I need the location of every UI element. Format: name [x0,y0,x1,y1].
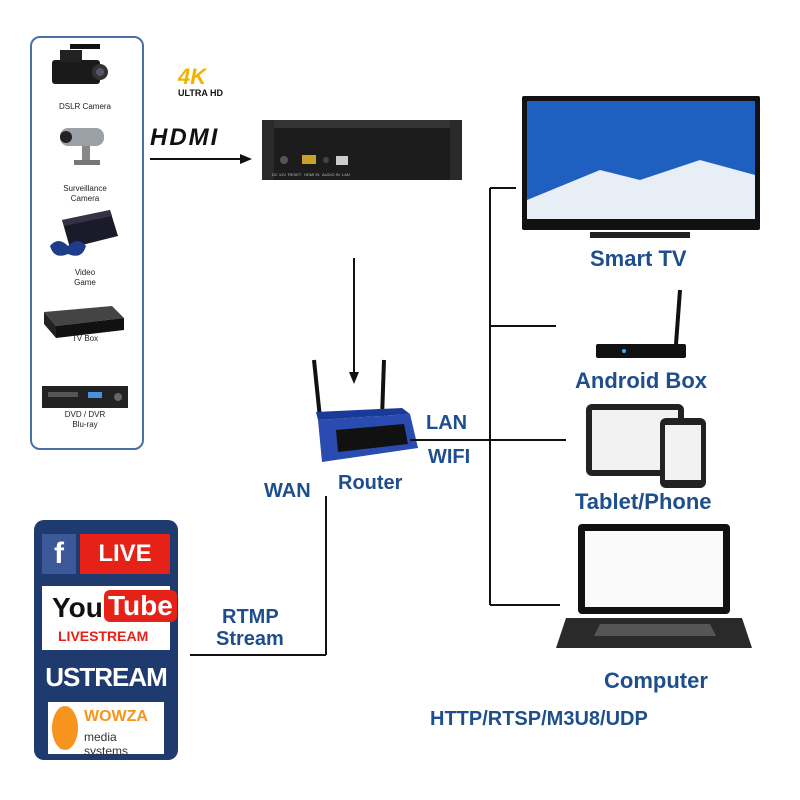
rtmp-label: RTMP [222,606,279,628]
encoder-port-label: AUDIO IN [322,172,340,177]
surveillance-camera-icon [60,128,104,165]
protocols-label: HTTP/RTSP/M3U8/UDP [430,708,648,730]
android-box-label: Android Box [575,368,707,393]
wowza-name: WOWZA [84,708,148,725]
tv-box-icon [44,306,124,338]
laptop-icon [556,524,752,648]
lan-bus-lines [410,187,566,606]
game-console-icon [50,210,118,256]
smart-tv-icon [522,96,760,238]
hdmi-logo: HDMI [150,124,220,151]
facebook-live-badge: LIVE [80,534,170,574]
source-label-video-game: Video Game [74,268,96,287]
facebook-icon: f [42,534,76,574]
youtube-livestream: LIVESTREAM [58,628,149,644]
wan-line [190,496,327,656]
ustream-logo: USTREAM [45,662,168,692]
wifi-label: WIFI [428,446,471,468]
router-label: Router [338,472,403,494]
stream-label: Stream [216,628,284,650]
encoder-port-label: RESET [288,172,302,177]
encoder-device-icon [262,120,462,180]
source-label-tv-box: TV Box [71,334,99,343]
lan-label: LAN [426,412,468,434]
source-label-dvd: DVD / DVR Blu-ray [64,410,106,429]
streaming-platforms-panel: f LIVE You Tube LIVESTREAM USTREAM WOWZA… [34,520,178,760]
source-label-dslr: DSLR Camera [58,102,111,111]
android-box-icon [596,289,686,358]
wan-label: WAN [264,480,311,502]
smart-tv-label: Smart TV [590,246,687,271]
encoder-router-arrow [349,258,359,384]
router-icon [312,359,418,462]
tablet-phone-icon [586,404,706,488]
badge-4k: 4K [178,64,207,89]
tablet-phone-label: Tablet/Phone [575,489,712,514]
computer-label: Computer [604,668,708,693]
wowza-logo: WOWZA media systems [48,702,164,758]
wowza-swirl-icon [52,706,78,750]
badge-ultra-hd: ULTRA HD [178,88,223,98]
youtube-logo: You Tube LIVESTREAM [42,586,177,650]
dvd-player-icon [42,386,128,408]
youtube-tube: Tube [104,590,177,622]
youtube-you: You [52,592,103,623]
hdmi-arrow [150,154,252,164]
wowza-sub: media systems [84,730,129,758]
dslr-camera-icon [52,44,108,84]
source-label-surveillance: Surveillance Camera [63,184,107,203]
encoder-port-label: LAN [342,172,350,177]
encoder-port-label: DC 12V [272,172,286,177]
encoder-port-label: HDMI IN [304,172,319,177]
